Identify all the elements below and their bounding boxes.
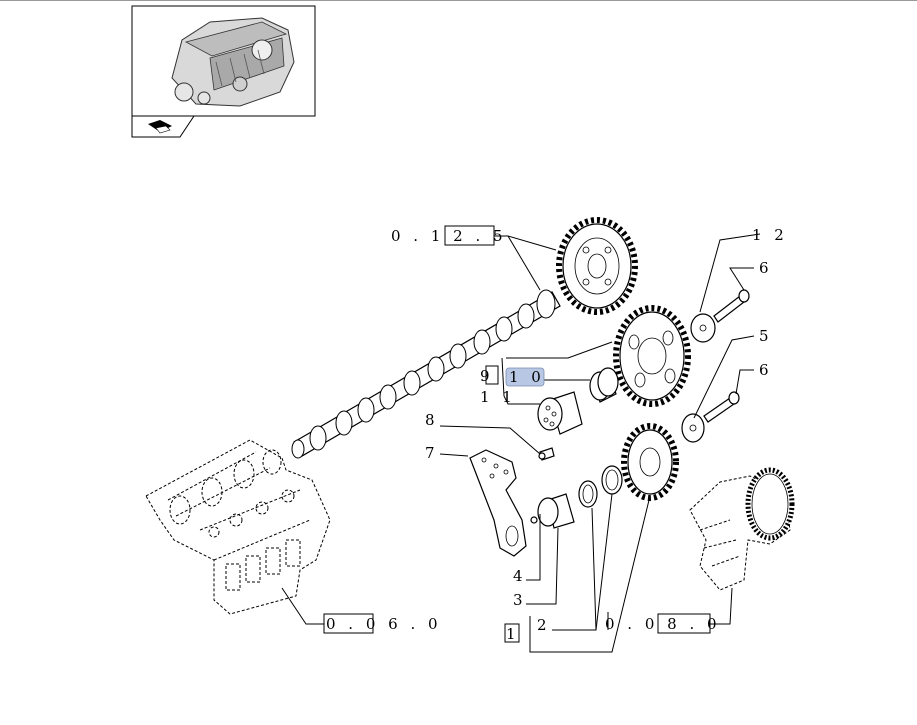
hub-4-part	[530, 493, 575, 529]
crankshaft-part	[689, 467, 795, 591]
washer-upper-part	[690, 313, 716, 343]
small-idler-gear-part	[621, 423, 679, 501]
camshaft-gear-part	[556, 217, 638, 315]
navigate-arrow-icon[interactable]	[148, 120, 172, 134]
bushing-10-part	[589, 367, 619, 403]
ref-0125-box	[444, 225, 495, 246]
engine-thumbnail-icon	[171, 17, 295, 107]
hub-11-part	[537, 391, 583, 435]
label-part-2[interactable]: 2	[537, 616, 551, 634]
label-part-10[interactable]: 1 0	[509, 368, 545, 386]
bolt-lower-part	[703, 391, 740, 423]
idler-gear-part	[613, 305, 691, 407]
ref-0080-box	[657, 613, 711, 634]
leader-lines	[439, 233, 761, 653]
label-part-6-upper[interactable]: 6	[759, 259, 773, 277]
label-part-4[interactable]: 4	[513, 567, 527, 585]
label-part-3[interactable]: 3	[513, 591, 527, 609]
label-part-7[interactable]: 7	[425, 444, 439, 462]
part-10-highlight	[505, 367, 545, 387]
label-part-12[interactable]: 1 2	[752, 226, 788, 244]
bolt-upper-part	[713, 289, 750, 323]
bushing-2-part	[601, 465, 623, 495]
cylinder-block-part	[145, 439, 331, 625]
label-part-11[interactable]: 1 1	[480, 388, 516, 406]
label-ref-0060[interactable]: 0 . 0 6 . 0	[326, 615, 442, 633]
label-part-5[interactable]: 5	[759, 327, 773, 345]
label-part-1[interactable]: 1	[506, 625, 520, 643]
part-9-box	[485, 365, 499, 385]
label-ref-0125[interactable]: 0 . 1 2 . 5	[391, 227, 507, 245]
camshaft-part	[291, 289, 561, 459]
bracket-7-part	[469, 449, 527, 557]
bushing-3-part	[578, 480, 598, 508]
label-part-9[interactable]: 9	[480, 367, 494, 385]
part-1-box	[504, 623, 520, 643]
ref-0060-box	[323, 613, 374, 634]
washer-lower-part	[681, 413, 705, 443]
engine-thumbnail[interactable]	[131, 5, 316, 138]
label-ref-0080[interactable]: 0 . 0 8 . 0	[605, 615, 721, 633]
label-part-6-lower[interactable]: 6	[759, 361, 773, 379]
screw-8-part	[538, 447, 555, 461]
top-rule	[0, 0, 917, 1]
label-part-8[interactable]: 8	[425, 411, 439, 429]
